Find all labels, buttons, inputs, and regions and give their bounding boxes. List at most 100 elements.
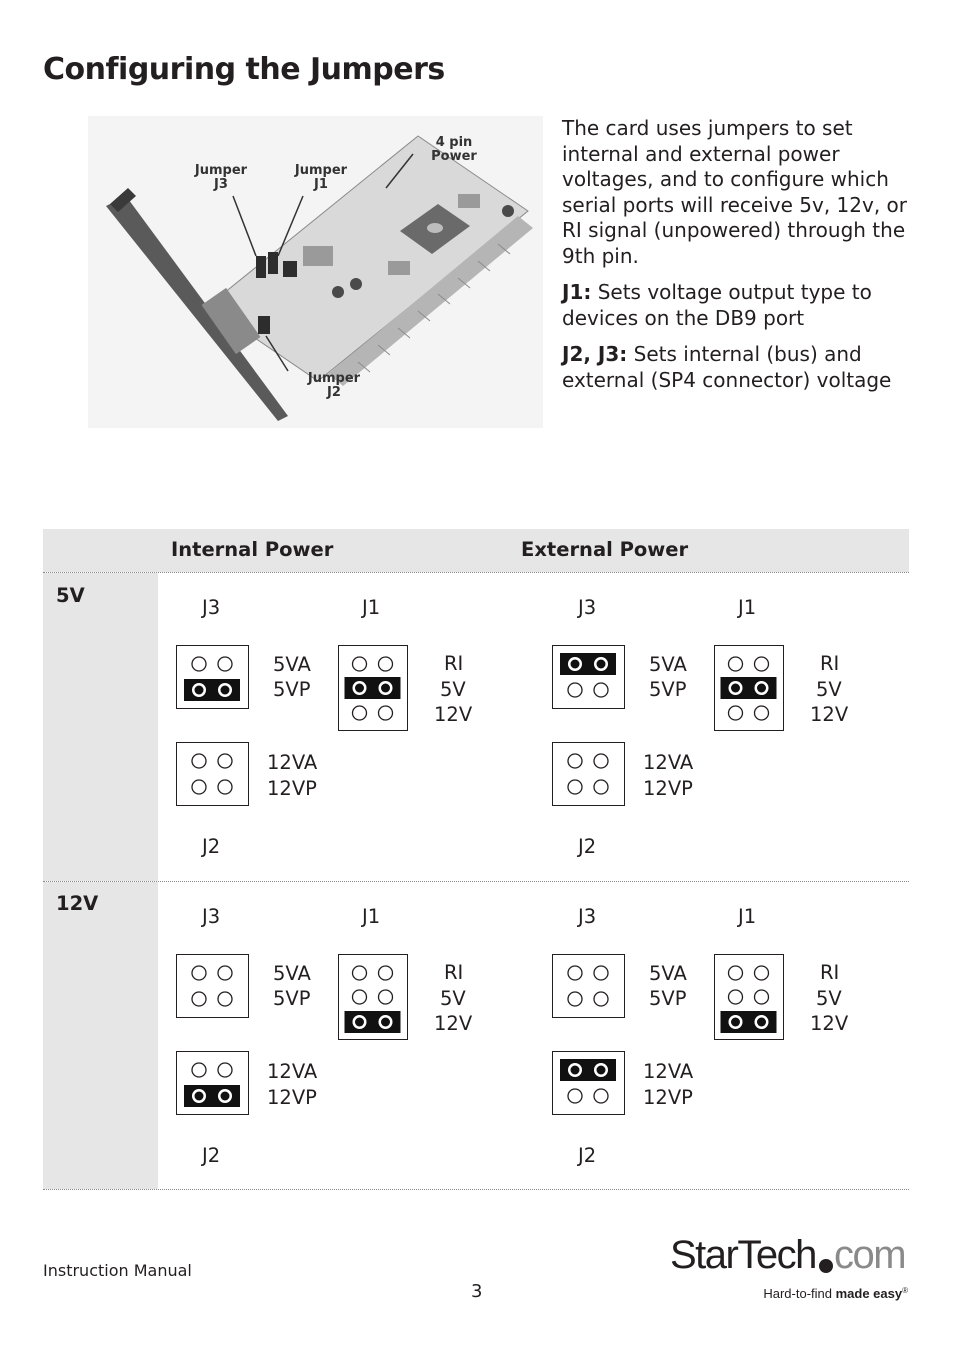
footer-manual-label: Instruction Manual — [43, 1261, 192, 1280]
jumper-pin — [593, 682, 609, 698]
jumper-pin — [377, 705, 394, 721]
row-label-cell — [43, 573, 158, 881]
jumper-pin — [593, 991, 609, 1007]
jumper-pin-dot — [355, 683, 364, 693]
jumper-pin-dot — [194, 1091, 204, 1101]
j23-label: J2, J3: — [562, 342, 628, 366]
jumper-pin-dot — [570, 659, 580, 669]
jumper-pin — [753, 989, 770, 1005]
jumper-pin — [377, 656, 394, 672]
jumper-pin — [727, 705, 744, 721]
external-5v-j1-opt-ri: RI — [820, 652, 840, 675]
external-12v-j3-title: J3 — [578, 905, 597, 928]
divider — [43, 881, 909, 882]
jumper-pin — [217, 753, 233, 769]
external-12v-j3-jumper — [552, 954, 625, 1018]
callout-power-line2: Power — [431, 149, 477, 164]
jumper-pin — [567, 965, 583, 981]
jumper-pin-dot — [757, 1017, 766, 1027]
internal-5v-j1-opt-5v: 5V — [440, 678, 466, 701]
jumper-pin — [191, 991, 207, 1007]
internal-5v-j3-title: J3 — [202, 596, 221, 619]
external-5v-j3-title: J3 — [578, 596, 597, 619]
jumper-pin — [351, 989, 368, 1005]
callout-j1-line1: Jumper — [294, 163, 348, 178]
divider — [43, 1189, 909, 1190]
callout-j2-line2: J2 — [326, 385, 341, 400]
jumper-pin — [191, 779, 207, 795]
jumper-pin — [593, 779, 609, 795]
jumper-pin-dot — [757, 683, 766, 693]
jumper-pin-dot — [381, 683, 390, 693]
jumper-pin — [191, 965, 207, 981]
jumper-pin — [217, 965, 233, 981]
external-12v-j1-opt-5v: 5V — [816, 987, 842, 1010]
external-12v-j3-opt-5va: 5VA — [649, 962, 687, 985]
external-12v-j1-jumper — [714, 954, 784, 1040]
jumper-pin — [217, 991, 233, 1007]
external-5v-j3-opt-5vp: 5VP — [649, 678, 687, 701]
jumper-pin-dot — [194, 685, 204, 695]
external-5v-j2-title: J2 — [578, 835, 597, 858]
external-12v-j3-opt-5vp: 5VP — [649, 987, 687, 1010]
external-12v-j2-opt-12va: 12VA — [643, 1060, 694, 1083]
jumper-pin-dot — [381, 1017, 390, 1027]
jumper-pin — [567, 991, 583, 1007]
logo-suffix: com — [834, 1233, 905, 1277]
jumper-pin-dot — [220, 1091, 230, 1101]
jumper-pin-dot — [596, 659, 606, 669]
internal-5v-j1-opt-12v: 12V — [434, 703, 473, 726]
jumper-pin — [567, 779, 583, 795]
jumper-pin-dot — [731, 683, 740, 693]
external-5v-j1-opt-12v: 12V — [810, 703, 849, 726]
external-12v-j2-jumper — [552, 1051, 625, 1115]
jumper-pin — [191, 753, 207, 769]
jumper-pin — [567, 753, 583, 769]
internal-12v-j1-title: J1 — [362, 905, 381, 928]
jumper-pin — [351, 705, 368, 721]
intro-paragraph: The card uses jumpers to set internal an… — [562, 116, 908, 268]
internal-12v-j1-opt-5v: 5V — [440, 987, 466, 1010]
jumper-pin — [377, 989, 394, 1005]
jumper-pin — [217, 779, 233, 795]
external-5v-j1-opt-5v: 5V — [816, 678, 842, 701]
j23-text: Sets internal (bus) and external (SP4 co… — [562, 342, 892, 392]
logo-dot — [819, 1259, 833, 1273]
logo-brand: StarTech — [670, 1233, 816, 1277]
j1-description: J1: Sets voltage output type to devices … — [562, 280, 922, 331]
internal-12v-j2-jumper — [176, 1051, 249, 1115]
internal-5v-j3-opt-5va: 5VA — [273, 653, 311, 676]
divider — [43, 572, 909, 573]
callout-j1-line2: J1 — [313, 177, 328, 192]
internal-12v-j2-opt-12va: 12VA — [267, 1060, 318, 1083]
jumper-pin — [727, 989, 744, 1005]
internal-12v-j1-opt-ri: RI — [444, 961, 464, 984]
intro-text: The card uses jumpers to set internal an… — [562, 116, 922, 404]
jumper-pin-dot — [570, 1065, 580, 1075]
table-header-bar — [43, 529, 909, 572]
jumper-pin-dot — [220, 685, 230, 695]
internal-5v-j1-jumper — [338, 645, 408, 731]
internal-12v-j3-title: J3 — [202, 905, 221, 928]
internal-5v-j3-jumper — [176, 645, 249, 709]
external-5v-j3-jumper — [552, 645, 625, 709]
header-internal-power: Internal Power — [171, 538, 334, 561]
internal-12v-j1-opt-12v: 12V — [434, 1012, 473, 1035]
jumper-pin — [593, 1088, 609, 1104]
internal-12v-j1-jumper — [338, 954, 408, 1040]
external-12v-j1-opt-12v: 12V — [810, 1012, 849, 1035]
jumper-pin-dot — [596, 1065, 606, 1075]
row-label-cell — [43, 882, 158, 1189]
callout-j3-line2: J3 — [213, 177, 228, 192]
callout-j2-line1: Jumper — [307, 371, 361, 386]
jumper-pin — [351, 965, 368, 981]
card-photo: Jumper J3 Jumper J1 4 pin Power Jumper J… — [88, 116, 543, 428]
internal-12v-j2-title: J2 — [202, 1144, 221, 1167]
callout-power-line1: 4 pin — [436, 135, 473, 150]
page-number: 3 — [471, 1281, 483, 1302]
external-12v-j1-title: J1 — [738, 905, 757, 928]
j23-description: J2, J3: Sets internal (bus) and external… — [562, 342, 922, 393]
jumper-pin — [753, 965, 770, 981]
internal-5v-j1-opt-ri: RI — [444, 652, 464, 675]
jumper-pin-dot — [355, 1017, 364, 1027]
